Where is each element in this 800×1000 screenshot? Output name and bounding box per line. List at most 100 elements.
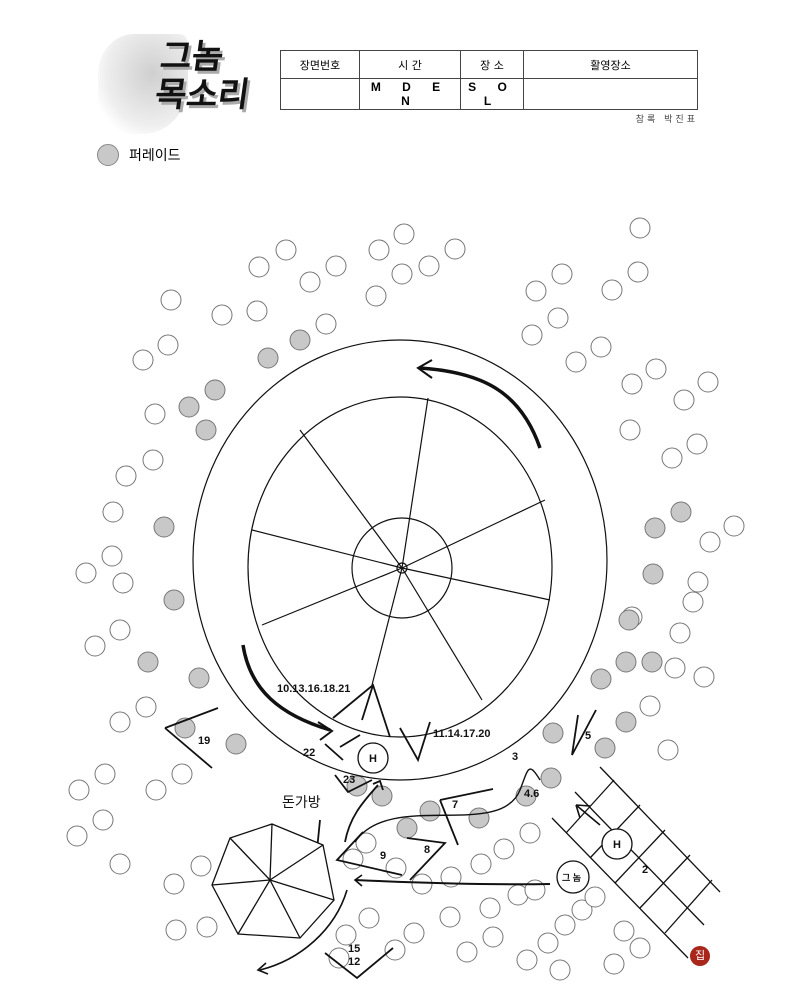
crowd-person xyxy=(627,261,649,283)
crowd-person xyxy=(275,239,297,261)
crowd-person xyxy=(411,873,433,895)
crowd-person xyxy=(645,358,667,380)
crowd-person xyxy=(629,937,651,959)
crowd-person xyxy=(132,349,154,371)
crowd-person xyxy=(519,822,541,844)
crowd-person xyxy=(479,897,501,919)
val-place: S O L xyxy=(460,78,524,110)
crowd-person xyxy=(525,280,547,302)
crowd-person xyxy=(699,531,721,553)
wheel-spoke xyxy=(401,499,546,569)
crowd-person xyxy=(603,953,625,975)
gunom-marker-label: 그 놈 xyxy=(562,873,581,883)
label-12: 12 xyxy=(348,956,360,968)
crowd-person xyxy=(661,447,683,469)
label-22: 22 xyxy=(303,747,315,759)
crowd-person xyxy=(157,334,179,356)
crowd-person xyxy=(619,419,641,441)
crowd-person xyxy=(629,217,651,239)
col-place: 장 소 xyxy=(460,50,524,79)
crowd-person xyxy=(145,779,167,801)
wheel-spoke xyxy=(401,397,429,569)
crowd-person xyxy=(248,256,270,278)
crowd-person xyxy=(190,855,212,877)
crowd-person xyxy=(551,263,573,285)
parade-member xyxy=(615,651,637,673)
crowd-person xyxy=(565,351,587,373)
crowd-person xyxy=(493,838,515,860)
crowd-person xyxy=(524,879,546,901)
crowd-person xyxy=(171,763,193,785)
parade-member xyxy=(419,800,441,822)
parade-member xyxy=(590,668,612,690)
crowd-person xyxy=(299,271,321,293)
legend: 퍼레이드 xyxy=(97,144,181,166)
col-time: 시 간 xyxy=(359,50,461,79)
crowd-person xyxy=(439,906,461,928)
crowd-person xyxy=(669,622,691,644)
wheel xyxy=(192,339,608,781)
parade-member xyxy=(163,589,185,611)
crowd-person xyxy=(384,939,406,961)
crowd-person xyxy=(393,223,415,245)
h-marker-2-label: H xyxy=(613,839,621,851)
crowd-person xyxy=(109,619,131,641)
parade-member xyxy=(137,651,159,673)
crowd-person xyxy=(482,926,504,948)
crowd xyxy=(66,217,745,981)
parade-member xyxy=(257,347,279,369)
crowd-person xyxy=(165,919,187,941)
wheel-spoke xyxy=(261,567,403,626)
crowd-person xyxy=(94,763,116,785)
crowd-person xyxy=(554,914,576,936)
parade-member xyxy=(542,722,564,744)
label-2: 2 xyxy=(642,864,648,876)
crowd-person xyxy=(196,916,218,938)
parade-member xyxy=(188,667,210,689)
h-marker-label: H xyxy=(369,753,377,765)
label-3: 3 xyxy=(512,751,518,763)
parade-member xyxy=(178,396,200,418)
crowd-person xyxy=(355,832,377,854)
gazebo xyxy=(211,823,335,939)
crowd-person xyxy=(391,263,413,285)
label-7: 7 xyxy=(452,799,458,811)
crowd-person xyxy=(115,465,137,487)
label-shots-right: 11.14.17.20 xyxy=(433,728,491,740)
parade-member xyxy=(289,329,311,351)
crowd-person xyxy=(144,403,166,425)
crowd-person xyxy=(590,336,612,358)
crowd-person xyxy=(549,959,571,981)
crowd-person xyxy=(92,809,114,831)
crowd-person xyxy=(142,449,164,471)
dongabang-label: 돈가방 xyxy=(282,795,321,811)
label-19: 19 xyxy=(198,735,210,747)
crowd-person xyxy=(246,300,268,322)
crowd-person xyxy=(358,907,380,929)
parade-member xyxy=(642,563,664,585)
crowd-person xyxy=(686,433,708,455)
crowd-person xyxy=(584,886,606,908)
crowd-person xyxy=(211,304,233,326)
parade-member xyxy=(468,807,490,829)
crowd-person xyxy=(385,857,407,879)
wheel-spoke xyxy=(401,567,483,701)
parade-member xyxy=(670,501,692,523)
credit: 참록 박진표 xyxy=(635,115,698,125)
crowd-person xyxy=(537,932,559,954)
crowd-person xyxy=(84,635,106,657)
movement-arrows xyxy=(241,359,601,975)
parade-member xyxy=(195,419,217,441)
markers xyxy=(357,742,633,894)
crowd-person xyxy=(109,853,131,875)
parade-member xyxy=(396,817,418,839)
crowd-person xyxy=(328,947,350,969)
legend-label: 퍼레이드 xyxy=(129,148,181,164)
parade-member xyxy=(594,737,616,759)
diagram-labels: 10.13.16.18.21 11.14.17.20 19 22 23 3 4.… xyxy=(198,683,648,968)
val-location xyxy=(523,78,698,110)
camera-marks xyxy=(164,683,597,980)
val-time: M D E N xyxy=(359,78,461,110)
